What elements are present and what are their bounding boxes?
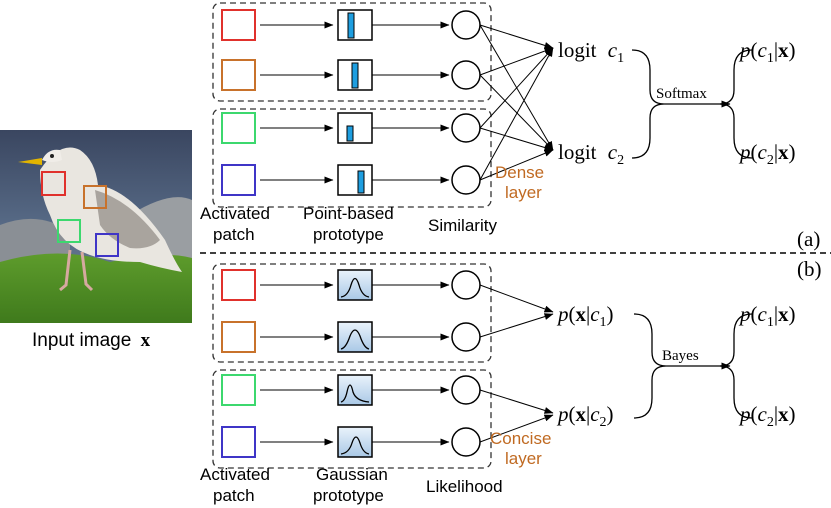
dense-layer-label-line2: layer: [505, 183, 542, 202]
label-similarity: Similarity: [428, 216, 497, 235]
class1-group-b: [212, 263, 492, 363]
gaussian-prototype-4: [337, 426, 373, 458]
panel-b-tag: (b): [797, 257, 822, 281]
likelihood-c1: p(x|c1): [556, 302, 614, 330]
patch-green-a: [221, 112, 256, 144]
similarity-node-2: [451, 60, 481, 90]
class2-group-b: [212, 369, 492, 469]
patch-blue-a: [221, 164, 256, 196]
logit-c2: logit c2: [558, 140, 624, 168]
patch-green-b: [221, 374, 256, 406]
concise-layer-label-line1: Concise: [490, 429, 551, 448]
panel-a-tag: (a): [797, 227, 820, 251]
label-activated-a-2: patch: [213, 225, 255, 244]
patch-orange-b: [221, 321, 256, 353]
label-activated-a-1: Activated: [200, 204, 270, 223]
class1-group-a: [212, 2, 492, 102]
softmax-label: Softmax: [656, 86, 707, 102]
likelihood-node-4: [451, 427, 481, 457]
point-prototype-4: [337, 164, 373, 196]
patch-red-a: [221, 9, 256, 41]
logit-c1: logit c1: [558, 38, 624, 66]
class2-group-a: [212, 108, 492, 208]
gaussian-prototype-1: [337, 269, 373, 301]
gaussian-prototype-2: [337, 321, 373, 353]
concise-layer-label-line2: layer: [505, 449, 542, 468]
posterior-c2-b: p(c2|x): [738, 402, 796, 430]
posterior-c2-a: p(c2|x): [738, 140, 796, 168]
label-prototype-a-1: Point-based: [303, 204, 394, 223]
point-prototype-2: [337, 59, 373, 91]
input-image: [0, 130, 192, 323]
label-likelihood: Likelihood: [426, 477, 503, 496]
likelihood-node-2: [451, 322, 481, 352]
label-activated-b-1: Activated: [200, 465, 270, 484]
similarity-node-4: [451, 165, 481, 195]
similarity-node-1: [451, 10, 481, 40]
gaussian-prototype-3: [337, 374, 373, 406]
posterior-c1-b: p(c1|x): [738, 302, 796, 330]
bayes-label: Bayes: [662, 348, 699, 364]
softmax-brace-out: [719, 49, 753, 159]
panel-a: Dense layer logit c1 logit c2 Softmax p(…: [200, 2, 820, 251]
dense-layer-label-line1: Dense: [495, 163, 544, 182]
patch-red-b: [221, 269, 256, 301]
input-image-label: Input image x: [32, 330, 151, 351]
label-prototype-b-2: prototype: [313, 486, 384, 505]
label-activated-b-2: patch: [213, 486, 255, 505]
dense-connections: [479, 24, 554, 181]
bayes-brace-in: [633, 313, 667, 419]
patch-blue-b: [221, 426, 256, 458]
similarity-node-3: [451, 113, 481, 143]
patch-orange-a: [221, 59, 256, 91]
likelihood-node-1: [451, 270, 481, 300]
panel-b: Concise layer p(x|c1) p(x|c2) Bayes p(c1…: [200, 257, 822, 505]
concise-connections: [479, 284, 554, 443]
softmax-brace-in: [631, 49, 665, 159]
posterior-c1-a: p(c1|x): [738, 38, 796, 66]
point-prototype-1: [337, 9, 373, 41]
likelihood-node-3: [451, 375, 481, 405]
likelihood-c2: p(x|c2): [556, 402, 614, 430]
bayes-brace-out: [719, 313, 753, 419]
label-prototype-b-1: Gaussian: [316, 465, 388, 484]
label-prototype-a-2: prototype: [313, 225, 384, 244]
point-prototype-3: [337, 112, 373, 144]
